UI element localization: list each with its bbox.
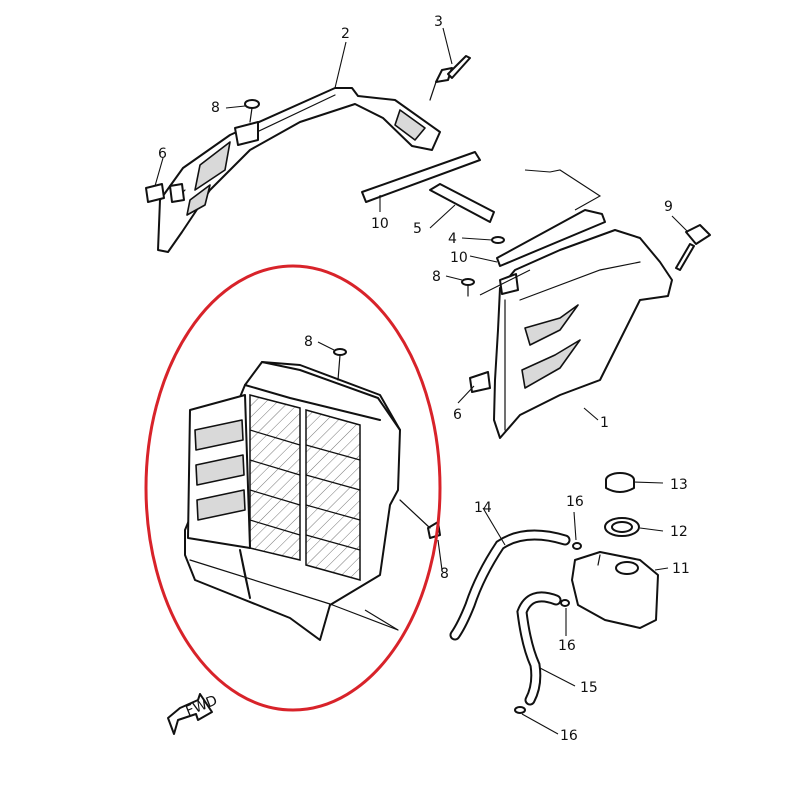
- callout-9: 9: [664, 199, 673, 215]
- clip-part-6-upper: [145, 183, 185, 203]
- bolt-part-9: [675, 224, 711, 271]
- callout-labels: 2 3 8 6 10 5 4 10 8 9 8 6 1 8 14 16 13 1…: [158, 14, 690, 744]
- radiator-grille: [184, 348, 441, 641]
- arrow-forward-icon: [167, 693, 213, 735]
- hose-part-14: [449, 529, 571, 641]
- highlight-ellipse: [144, 264, 442, 712]
- callout-8: 8: [440, 566, 449, 582]
- side-cover-part-1: [469, 229, 673, 439]
- callout-6: 6: [453, 407, 462, 423]
- hose-part-15: [516, 591, 562, 706]
- callout-4: 4: [448, 231, 457, 247]
- rear-bracket-part-2: [157, 87, 441, 253]
- callout-16: 16: [560, 728, 578, 744]
- callout-5: 5: [413, 221, 422, 237]
- callout-13: 13: [670, 477, 688, 493]
- callout-1: 1: [600, 415, 609, 431]
- callout-6: 6: [158, 146, 167, 162]
- hose-clamps-part-16: [514, 542, 582, 714]
- callout-8: 8: [304, 334, 313, 350]
- callout-2: 2: [341, 26, 350, 42]
- callout-8: 8: [432, 269, 441, 285]
- callout-10: 10: [371, 216, 389, 232]
- callout-8: 8: [211, 100, 220, 116]
- screw-part-8-top: [244, 99, 260, 123]
- callout-12: 12: [670, 524, 688, 540]
- strip-part-10-upper: [361, 151, 481, 203]
- callout-16: 16: [566, 494, 584, 510]
- fwd-marker: FWD: [167, 693, 220, 735]
- strip-part-10-lower: [496, 209, 606, 267]
- screw-part-8-mid: [461, 278, 475, 297]
- callout-16: 16: [558, 638, 576, 654]
- seal-part-12: [604, 517, 640, 537]
- callout-10: 10: [450, 250, 468, 266]
- screw-part-3: [429, 55, 471, 101]
- grommet-part-4: [491, 236, 505, 244]
- spacer-bar-part-5: [429, 183, 495, 223]
- callout-15: 15: [580, 680, 598, 696]
- callout-11: 11: [672, 561, 690, 577]
- reservoir-tank-part-11: [571, 551, 659, 629]
- reservoir-cap-part-13: [605, 472, 635, 493]
- callout-14: 14: [474, 500, 492, 516]
- callout-3: 3: [434, 14, 443, 30]
- leader-lines: [154, 27, 689, 735]
